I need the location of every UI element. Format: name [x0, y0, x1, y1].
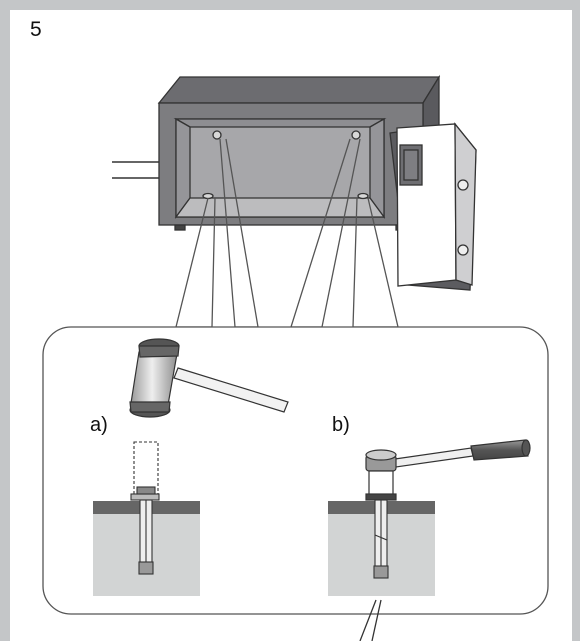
- anchor-bolt-b: [373, 499, 389, 579]
- anchor-bolt-a: [130, 441, 160, 575]
- safe: [157, 74, 441, 231]
- callout-label-a: a): [90, 414, 108, 436]
- step-number: 5: [30, 18, 42, 41]
- bolt-holes: [202, 130, 369, 200]
- callout-label-b: b): [332, 414, 350, 436]
- safe-door: [389, 122, 477, 291]
- pointer-lines: [359, 599, 382, 641]
- power-cable: [112, 161, 160, 179]
- mallet-icon: [129, 338, 289, 418]
- wrench-icon: [365, 439, 531, 501]
